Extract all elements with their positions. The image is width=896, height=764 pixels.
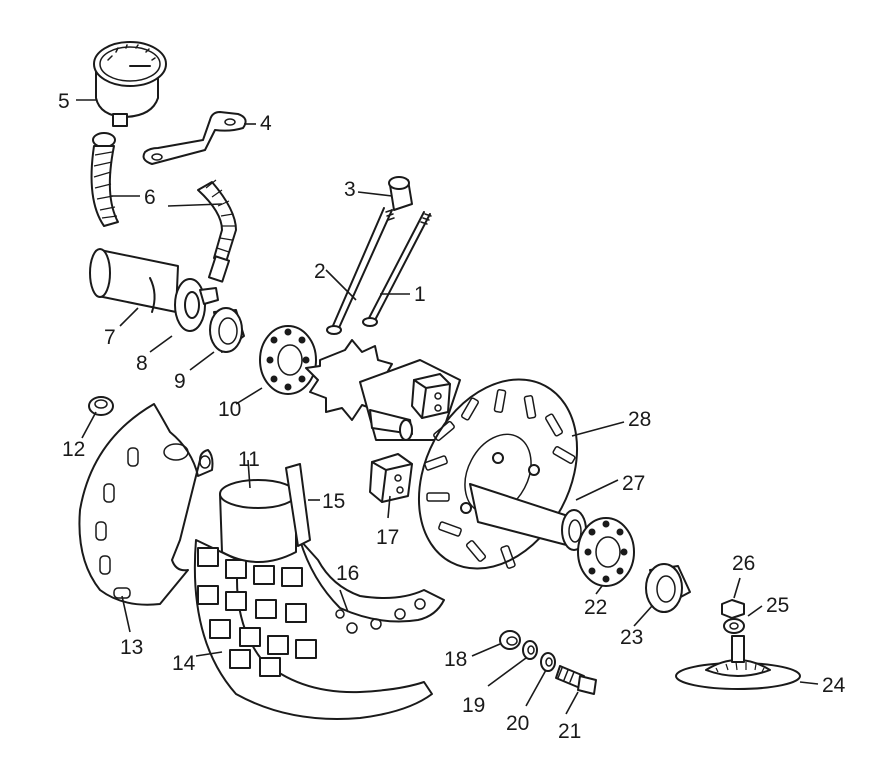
part-25-washer	[723, 618, 745, 634]
callout-4: 4	[260, 112, 272, 135]
callout-27: 27	[622, 472, 645, 495]
callout-6: 6	[144, 186, 156, 209]
callout-23: 23	[620, 626, 643, 649]
part-23-bushing	[645, 563, 691, 613]
part-22-bearing	[577, 517, 635, 587]
callout-18: 18	[444, 648, 467, 671]
part-8-flange	[174, 278, 219, 332]
callout-15: 15	[322, 490, 345, 513]
callout-7: 7	[104, 326, 116, 349]
part-26-nut	[721, 599, 745, 619]
callout-10: 10	[218, 398, 241, 421]
part-4-bracket	[142, 111, 247, 165]
callout-16: 16	[336, 562, 359, 585]
part-24-foot	[675, 635, 801, 690]
part-3-cap-nut	[388, 176, 413, 211]
callout-11: 11	[238, 448, 260, 471]
callout-14: 14	[172, 652, 196, 675]
callout-1: 1	[414, 283, 426, 306]
callout-12: 12	[62, 438, 85, 461]
callout-13: 13	[120, 636, 143, 659]
callout-22: 22	[584, 596, 607, 619]
callout-8: 8	[136, 352, 148, 375]
part-21-bolt	[555, 665, 597, 695]
callout-21: 21	[558, 720, 581, 743]
callout-24: 24	[822, 674, 846, 697]
callout-20: 20	[506, 712, 529, 735]
part-19-washer	[522, 640, 538, 660]
part-13-shoe-plate	[78, 403, 214, 606]
part-6-hoses	[90, 132, 237, 283]
part-7-cylinder	[89, 248, 179, 313]
callout-2: 2	[314, 260, 326, 283]
part-16-rim-holes	[335, 598, 426, 634]
part-15-strip	[285, 463, 311, 547]
part-5-pressure-gauge	[93, 41, 167, 127]
part-10-bearing	[259, 325, 317, 395]
callout-labels: 1 2 3 4 5 6 7 8 9 10 11 12 13 14 15 16 1…	[58, 90, 846, 743]
part-18-nut	[499, 630, 521, 650]
callout-3: 3	[344, 178, 356, 201]
callout-25: 25	[766, 594, 789, 617]
part-14-tire	[193, 539, 445, 720]
part-1-2-long-bolts	[326, 207, 432, 335]
callout-9: 9	[174, 370, 186, 393]
callout-19: 19	[462, 694, 485, 717]
part-12-nut	[88, 396, 114, 416]
leader-lines	[76, 99, 819, 715]
callout-26: 26	[732, 552, 755, 575]
part-11-rim-cylinder	[219, 479, 297, 563]
part-9-bushing	[209, 307, 245, 353]
callout-28: 28	[628, 408, 651, 431]
part-20-washer	[540, 652, 556, 672]
part-17-block	[369, 373, 451, 503]
callout-17: 17	[376, 526, 399, 549]
callout-5: 5	[58, 90, 70, 113]
